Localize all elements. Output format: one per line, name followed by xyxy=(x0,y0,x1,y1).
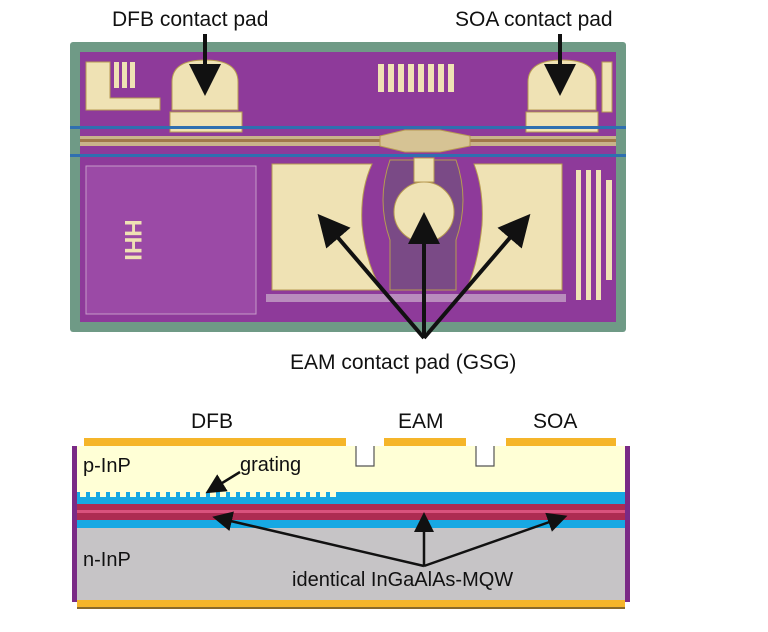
n-inp-layer xyxy=(77,528,625,600)
grating-tooth xyxy=(90,492,96,497)
mqw-label: identical InGaAlAs-MQW xyxy=(292,569,514,591)
grating-tooth xyxy=(180,492,186,497)
soa-section-label: SOA xyxy=(533,410,578,433)
grating-tooth xyxy=(140,492,146,497)
grating-tooth xyxy=(240,492,246,497)
dfb-contact xyxy=(84,438,346,446)
grating-tooth xyxy=(250,492,256,497)
eam-contact xyxy=(384,438,466,446)
mqw-blue-lower xyxy=(77,520,625,528)
mqw-core-highlight xyxy=(77,510,625,513)
p-inp-layer xyxy=(77,446,625,492)
n-inp-label: n-InP xyxy=(83,549,131,571)
grating-tooth xyxy=(320,492,326,497)
side-wall-right xyxy=(625,446,630,602)
grating-tooth xyxy=(120,492,126,497)
grating-tooth xyxy=(290,492,296,497)
corner-pad-top-right xyxy=(601,61,613,113)
grating-tooth xyxy=(110,492,116,497)
grating-tooth xyxy=(260,492,266,497)
grating-tooth xyxy=(200,492,206,497)
grating-tooth xyxy=(210,492,216,497)
grating-tooth xyxy=(190,492,196,497)
grating-tooth xyxy=(280,492,286,497)
bottom-contact xyxy=(77,600,625,607)
grating-tooth xyxy=(330,492,336,497)
grating-tooth xyxy=(160,492,166,497)
eam-pad-arrows xyxy=(317,212,531,340)
stripe-set-center xyxy=(378,64,454,92)
grating-tooth xyxy=(170,492,176,497)
grating-arrow xyxy=(205,470,241,494)
soa-pad-label: SOA contact pad xyxy=(455,8,613,31)
grating-tooth xyxy=(130,492,136,497)
mqw-arrows xyxy=(212,511,568,568)
side-wall-left xyxy=(72,446,77,602)
grating-tooth xyxy=(100,492,106,497)
grating-tooth xyxy=(220,492,226,497)
bottom-edge xyxy=(77,607,625,609)
trench-outline xyxy=(355,446,495,467)
dfb-section-label: DFB xyxy=(191,410,233,433)
corner-pad-top-left xyxy=(85,61,161,111)
left-metal-region xyxy=(85,165,257,315)
stripe-set-left xyxy=(114,62,135,88)
grating-label: grating xyxy=(240,454,302,476)
p-inp-label: p-InP xyxy=(83,455,131,477)
dfb-pad-label: DFB contact pad xyxy=(112,8,269,31)
grating-teeth xyxy=(80,492,336,497)
grating-tooth xyxy=(230,492,236,497)
soa-contact xyxy=(506,438,616,446)
eam-section-label: EAM xyxy=(398,410,444,433)
hhi-logo: HHI xyxy=(119,219,146,260)
stripe-set-right xyxy=(576,170,612,300)
eam-pad-label: EAM contact pad (GSG) xyxy=(290,351,517,374)
svg-text:HHI: HHI xyxy=(119,219,146,260)
grating-tooth xyxy=(80,492,86,497)
mqw-blue-upper xyxy=(77,492,625,504)
grating-tooth xyxy=(300,492,306,497)
grating-tooth xyxy=(270,492,276,497)
grating-tooth xyxy=(150,492,156,497)
grating-tooth xyxy=(310,492,316,497)
eam-bottom-bar xyxy=(266,294,566,302)
waveguide xyxy=(70,126,626,157)
